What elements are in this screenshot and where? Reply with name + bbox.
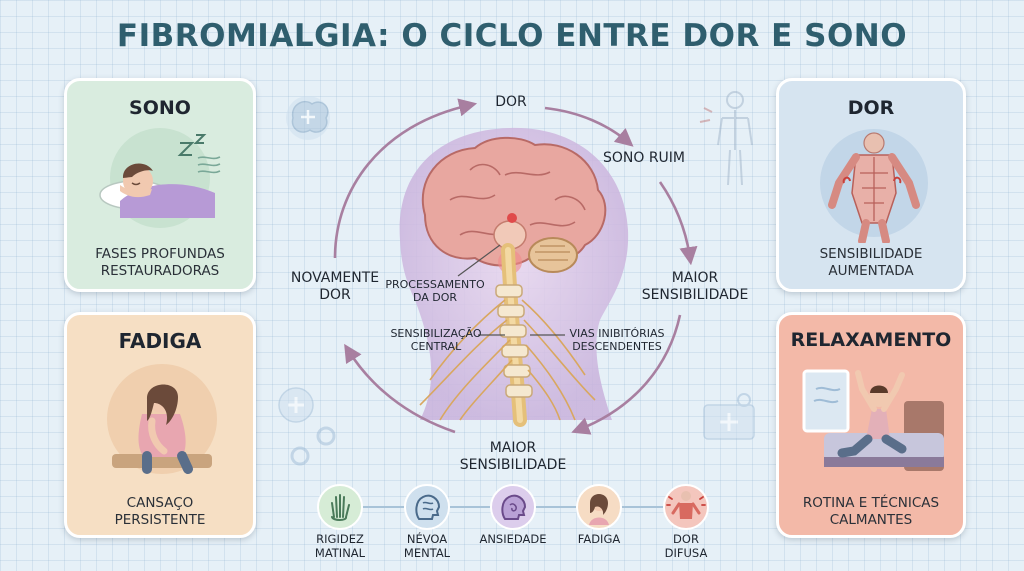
cycle-label-right: MAIOR SENSIBILIDADE	[641, 270, 749, 303]
tired-person-icon	[107, 364, 217, 474]
sleeping-person-icon	[99, 128, 221, 228]
card-fadiga-text: CANSAÇO PERSISTENTE	[114, 495, 206, 528]
pain-body-icon	[663, 484, 709, 530]
symptom-label: DOR DIFUSA	[664, 532, 708, 560]
card-fadiga: FADIGA CANSAÇO PERSISTENTE	[64, 312, 256, 538]
spinal-cord	[419, 243, 596, 427]
plus-badge-icon	[278, 387, 314, 423]
card-sono: SONO FASES PROFUNDAS RESTAURADORAS	[64, 78, 256, 292]
cycle-label-right-top: SONO RUIM	[602, 150, 686, 166]
brain-icon	[404, 484, 450, 530]
symptom-label: NÉVOA MENTAL	[403, 532, 451, 560]
gear-icon	[290, 426, 336, 466]
card-relaxamento-text: ROTINA E TÉCNICAS CALMANTES	[802, 495, 940, 528]
cycle-label-bottom: MAIOR SENSIBILIDADE	[459, 440, 567, 473]
card-relaxamento-title: RELAXAMENTO	[790, 329, 952, 351]
card-sono-text: FASES PROFUNDAS RESTAURADORAS	[95, 246, 225, 279]
card-dor-title: DOR	[847, 97, 895, 119]
arrow-right-bottom	[571, 314, 682, 435]
head-icon	[490, 484, 536, 530]
symptom-label: RIGIDEZ MATINAL	[314, 532, 366, 560]
card-dor-text: SENSIBILIDADE AUMENTADA	[819, 246, 923, 279]
symptom-label: FADIGA	[577, 532, 621, 546]
page-title: FIBROMIALGIA: O CICLO ENTRE DOR E SONO	[116, 18, 908, 54]
stretching-person-icon	[802, 369, 944, 471]
annotation-descending: VIAS INIBITÓRIAS DESCENDENTES	[569, 327, 665, 353]
card-relaxamento: RELAXAMENTO ROTINA E TÉCNICAS CALMANTES	[776, 312, 966, 538]
cycle-label-left: NOVAMENTE DOR	[290, 270, 380, 303]
card-dor: DOR SENSIBILIDADE AUMENTADA	[776, 78, 966, 292]
annotation-processing: PROCESSAMENTO DA DOR	[385, 278, 485, 304]
brain-icon	[421, 136, 607, 274]
annotation-central: SENSIBILIZAÇÃO CENTRAL	[390, 327, 482, 353]
card-fadiga-title: FADIGA	[118, 329, 202, 353]
muscle-body-icon	[820, 129, 928, 243]
symptom-label: ANSIEDADE	[479, 532, 547, 546]
brain-plus-icon	[286, 96, 330, 140]
arrow-top-right	[544, 106, 634, 147]
tired-person-icon	[576, 484, 622, 530]
hand-icon	[317, 484, 363, 530]
arrow-left-top	[333, 98, 478, 259]
card-sono-title: SONO	[129, 97, 191, 119]
arrow-right	[658, 181, 698, 266]
body-outline-icon	[699, 91, 753, 186]
monitor-plus-icon	[703, 393, 755, 440]
cycle-label-top: DOR	[495, 94, 527, 110]
arrow-bottom-left	[344, 343, 456, 434]
